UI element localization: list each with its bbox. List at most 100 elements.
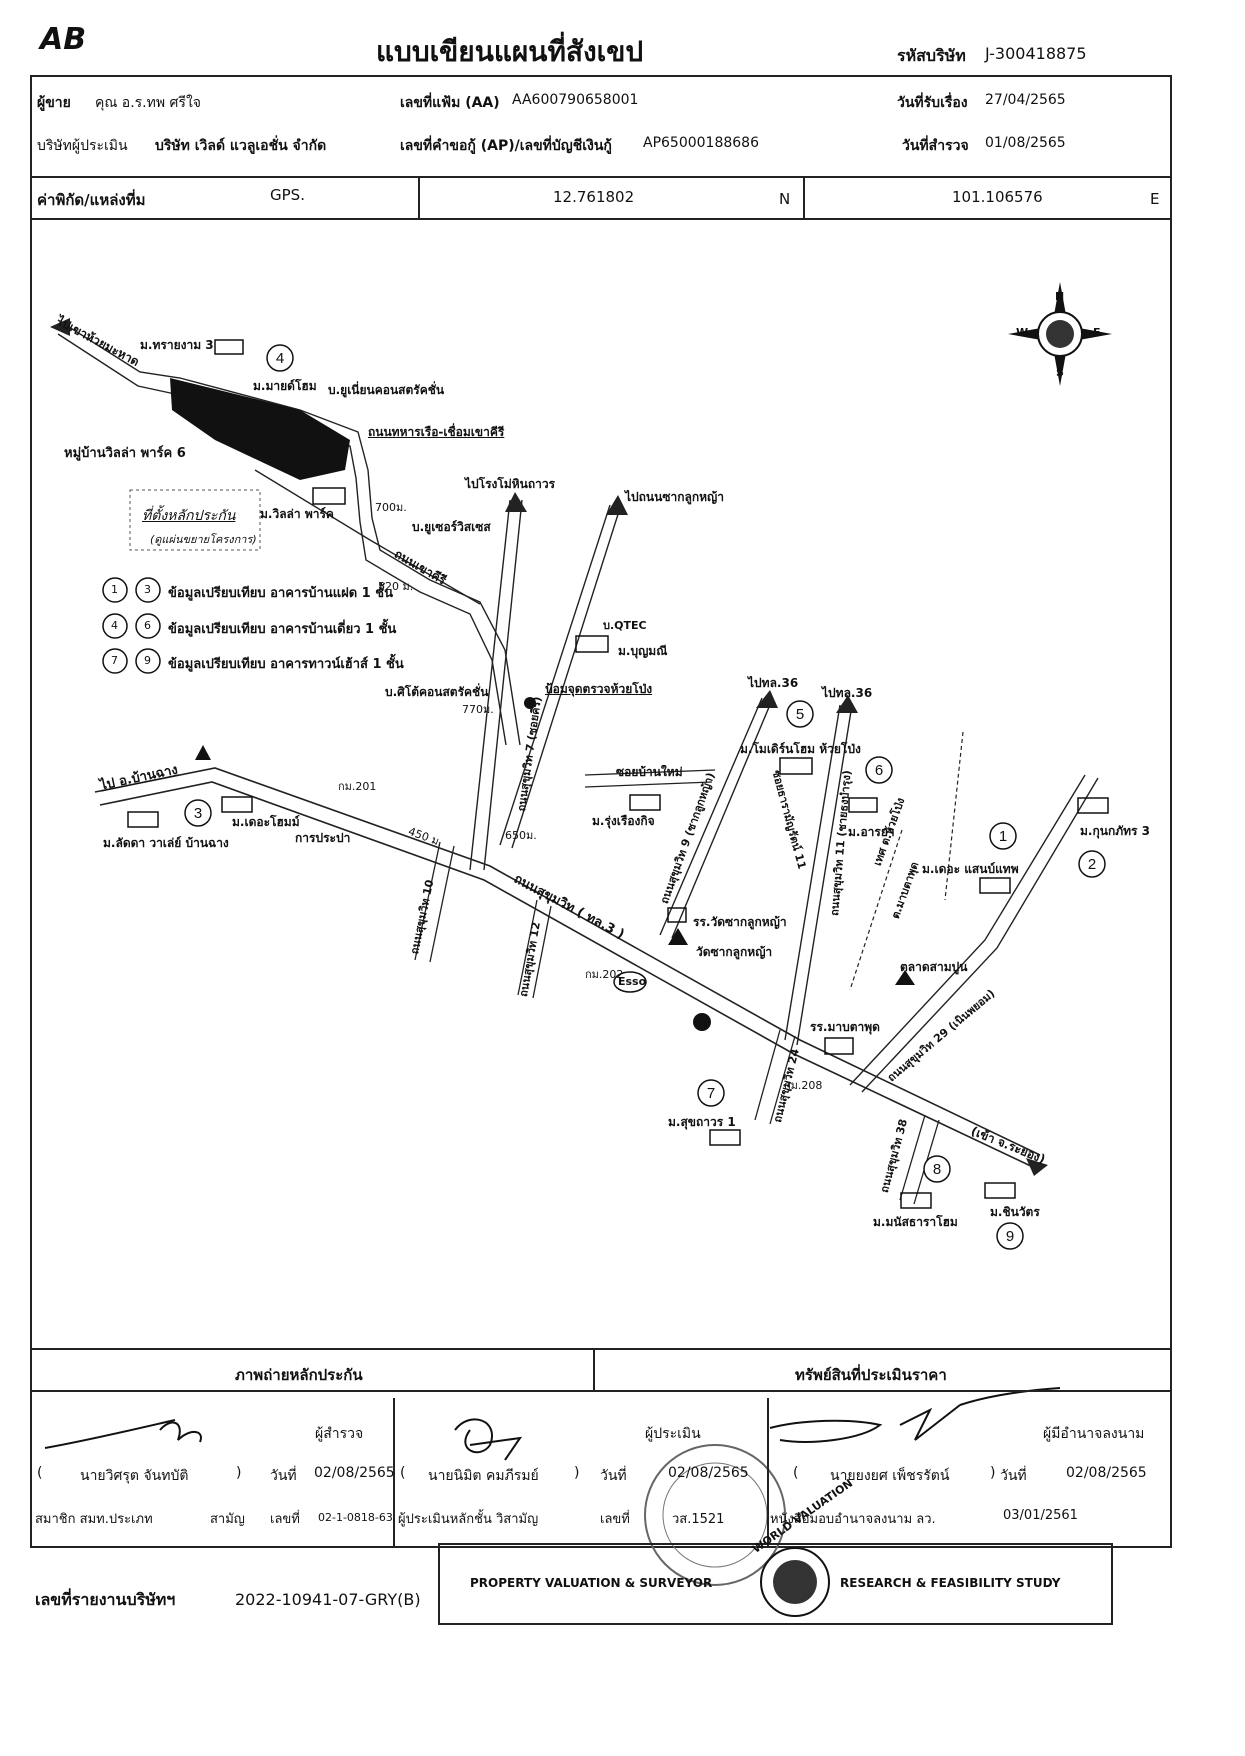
app-no-label: เลขที่คำขอกู้ (AP)/เลขที่บัญชีเงินกู้ — [400, 138, 612, 154]
longitude-dir: E — [1150, 190, 1160, 208]
col-divider — [418, 176, 420, 218]
svg-text:2: 2 — [1088, 856, 1096, 873]
house-icon — [629, 794, 661, 811]
road-to-sak — [499, 504, 621, 849]
compass-n: N — [1055, 290, 1065, 303]
arrow-icon — [756, 690, 778, 708]
legend-marker — [135, 648, 161, 674]
svg-text:7: 7 — [707, 1085, 715, 1102]
map-label: กม.202 — [585, 968, 624, 981]
house-icon — [1077, 797, 1109, 814]
map-label: 650ม. — [505, 829, 537, 842]
signer3-auth: หนังสือมอบอำนาจลงนาม ลว. — [770, 1512, 936, 1527]
road-sukhumvit-9 — [659, 697, 773, 939]
house-icon — [984, 1182, 1016, 1199]
school-icon — [824, 1037, 854, 1055]
arrow-icon — [836, 695, 858, 713]
map-label: บ.ศิโต้คอนสตรัคชั่น — [385, 685, 489, 699]
house-icon — [900, 1192, 932, 1209]
marker-4 — [266, 344, 294, 372]
col-divider — [393, 1398, 395, 1548]
esso-icon — [613, 971, 647, 993]
signer1-type: สามัญ — [210, 1512, 245, 1527]
map-label: ม.มนัสธาราโฮม — [873, 1215, 958, 1229]
signer3-date: 02/08/2565 — [1066, 1465, 1147, 1481]
survey-date: 01/08/2565 — [985, 135, 1066, 151]
round-seal — [644, 1444, 786, 1586]
received-label: วันที่รับเรื่อง — [897, 95, 968, 111]
legend-text: ข้อมูลเปรียบเทียบ อาคารบ้านเดี่ยว 1 ชั้น — [168, 622, 397, 637]
marker-3 — [184, 799, 212, 827]
row-divider — [30, 218, 1172, 220]
signer3-name: นายยงยศ เพ็ชรรัตน์ — [830, 1468, 950, 1484]
road-soi-new — [584, 769, 716, 788]
row-divider — [30, 176, 1172, 178]
signer2-member: ผู้ประเมินหลักชั้น วิสามัญ — [398, 1512, 539, 1527]
road-arrows — [50, 318, 1048, 1176]
map-label: ตลาดสามปูน — [900, 960, 968, 974]
map-label: ไปทล.36 — [748, 676, 799, 690]
signer3-date-label: วันที่ — [1000, 1468, 1027, 1484]
signature-1 — [44, 1419, 202, 1449]
gas-station-icon — [693, 1013, 711, 1031]
svg-text:3: 3 — [194, 805, 202, 822]
stamp-right-text: RESEARCH & FEASIBILITY STUDY — [840, 1576, 1061, 1590]
road-sukhumvit — [94, 767, 1041, 1169]
compass-icon — [1008, 282, 1112, 386]
latitude-dir: N — [779, 190, 791, 208]
signer1-date-label: วันที่ — [270, 1468, 297, 1484]
map-label: 770ม. — [462, 703, 494, 716]
row-divider — [30, 1348, 1172, 1350]
svg-text:6: 6 — [875, 762, 883, 779]
legend-num: 1 — [111, 583, 118, 596]
legend-num: 4 — [111, 619, 118, 632]
house-icon — [779, 757, 813, 775]
client-label: ผู้ขาย — [37, 95, 71, 111]
house-icon — [979, 877, 1011, 894]
map-label: ม.อารยา — [848, 825, 895, 839]
legend-marker — [102, 648, 128, 674]
marker-numbers: 435 612 789 — [194, 350, 1096, 1245]
house-icon — [709, 1129, 741, 1146]
school-icon — [667, 907, 687, 923]
legend-marker — [102, 613, 128, 639]
col-divider — [767, 1398, 769, 1548]
marker-5 — [786, 700, 814, 728]
col-divider — [593, 1348, 595, 1390]
company-code-label: รหัสบริษัท — [897, 46, 966, 65]
valuer-co: บริษัท เวิลด์ แวลูเอชั่น จำกัด — [155, 138, 327, 154]
svg-text:5: 5 — [796, 706, 804, 723]
map-label: ถนนทหารเรือ-เชื่อมเขาคีรี — [368, 425, 505, 439]
road-sukhumvit-10 — [414, 841, 455, 963]
col-divider — [803, 176, 805, 218]
house-icon — [221, 796, 253, 813]
map-label: ม.บุญมณี — [618, 644, 668, 658]
svg-text:9: 9 — [1006, 1228, 1014, 1245]
road-sukhumvit-12 — [517, 899, 552, 999]
marker-6 — [865, 756, 893, 784]
signer3-role: ผู้มีอำนาจลงนาม — [1043, 1426, 1145, 1442]
legend-text: ข้อมูลเปรียบเทียบ อาคารทาวน์เฮ้าส์ 1 ชั้… — [168, 657, 404, 672]
received-date: 27/04/2565 — [985, 92, 1066, 108]
world-logo-globe — [773, 1560, 817, 1604]
company-stamp — [438, 1543, 1113, 1625]
map-label: ม.มายด์โฮม — [253, 379, 317, 393]
photo-header: ภาพถ่ายหลักประกัน — [235, 1366, 363, 1384]
company-code: J-300418875 — [985, 44, 1087, 63]
compass-w: W — [1016, 326, 1029, 339]
svg-text:4: 4 — [276, 350, 284, 367]
legend-marker — [135, 577, 161, 603]
company-logo: AB — [40, 22, 87, 57]
signer2-role: ผู้ประเมิน — [645, 1426, 701, 1442]
asset-header: ทรัพย์สินที่ประเมินราคา — [795, 1366, 947, 1384]
map-label: รร.มาบตาพุด — [810, 1020, 880, 1034]
marker-7 — [697, 1079, 725, 1107]
app-no: AP65000188686 — [643, 135, 759, 151]
map-label: ป้อมจุดตรวจห้วยโป่ง — [545, 682, 653, 696]
arrow-icon — [1026, 1158, 1048, 1176]
road-dashed — [849, 829, 903, 991]
map-label: ไปโรงโม่หินถาวร — [465, 477, 556, 491]
building-icons — [127, 339, 1109, 1209]
signer1-role: ผู้สำรวจ — [315, 1426, 364, 1442]
collateral-box — [129, 489, 261, 551]
